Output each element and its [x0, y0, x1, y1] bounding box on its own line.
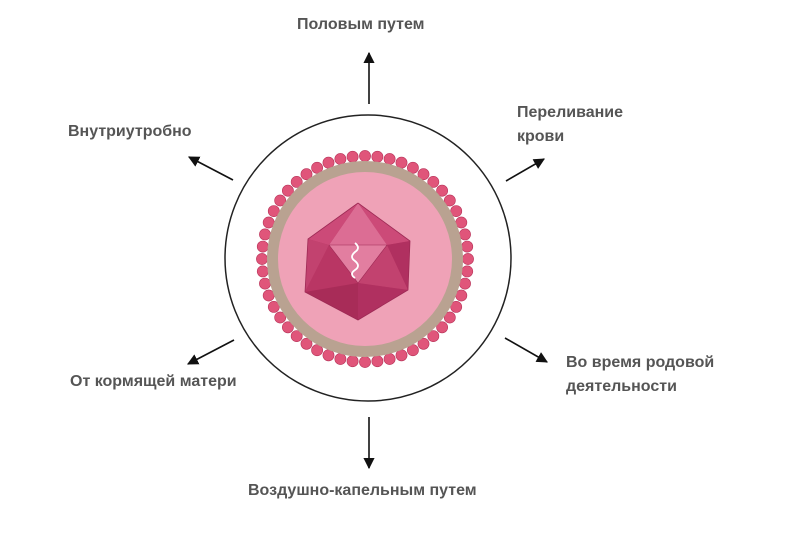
surface-bead — [256, 240, 269, 253]
label-blood-transfusion: Переливание крови — [517, 101, 623, 149]
surface-bead — [256, 265, 269, 278]
surface-bead — [334, 153, 347, 165]
surface-bead — [462, 253, 474, 265]
surface-bead — [461, 240, 474, 253]
arrow-top-left — [188, 156, 234, 181]
label-sexual: Половым путем — [297, 16, 425, 33]
surface-bead — [267, 300, 280, 313]
surface-bead — [461, 265, 474, 278]
label-during-labor-line2: деятельности — [566, 378, 677, 395]
surface-bead — [436, 321, 448, 334]
surface-bead — [371, 355, 384, 368]
surface-bead — [259, 228, 271, 241]
arrow-top-right — [505, 158, 545, 182]
label-breastfeeding: От кормящей матери — [70, 373, 237, 390]
surface-bead — [359, 356, 371, 368]
surface-bead — [346, 355, 359, 368]
surface-bead — [359, 150, 371, 162]
surface-bead — [383, 153, 396, 165]
surface-bead — [346, 150, 359, 163]
surface-bead — [459, 277, 471, 290]
surface-bead — [383, 353, 396, 365]
surface-bead — [417, 168, 430, 181]
virus-particle-icon — [304, 202, 411, 321]
label-intrauterine: Внутриутробно — [68, 123, 192, 140]
rna-strand-icon — [351, 242, 359, 279]
surface-bead — [274, 311, 287, 324]
surface-bead — [450, 300, 463, 313]
surface-bead — [300, 168, 313, 181]
label-blood-transfusion-line2: крови — [517, 128, 565, 145]
surface-bead — [256, 253, 268, 265]
surface-bead — [443, 194, 456, 207]
surface-bead — [459, 228, 471, 241]
arrow-bottom-left — [187, 339, 235, 365]
label-during-labor-line1: Во время родовой — [566, 354, 715, 371]
label-blood-transfusion-line1: Переливание — [517, 104, 623, 121]
surface-bead — [436, 184, 448, 197]
surface-bead — [281, 321, 294, 334]
label-airborne: Воздушно-капельным путем — [248, 482, 477, 499]
surface-bead — [259, 277, 271, 290]
surface-bead — [371, 150, 384, 163]
surface-bead — [443, 311, 456, 324]
label-during-labor: Во время родовой деятельности — [566, 351, 714, 399]
outer-circle — [224, 114, 512, 402]
surface-bead — [290, 330, 303, 342]
surface-bead — [427, 175, 440, 188]
surface-bead — [450, 205, 463, 217]
surface-bead — [281, 184, 294, 197]
surface-bead — [267, 205, 280, 217]
surface-protein-ring — [256, 150, 474, 368]
surface-bead — [311, 344, 323, 357]
surface-bead — [406, 344, 419, 357]
arrow-bottom-right — [504, 337, 548, 363]
surface-bead — [311, 161, 323, 174]
surface-bead — [406, 161, 419, 174]
surface-bead — [290, 175, 303, 188]
surface-bead — [427, 330, 440, 342]
surface-bead — [274, 194, 287, 207]
surface-bead — [417, 337, 430, 350]
surface-bead — [300, 337, 313, 350]
surface-bead — [334, 353, 347, 365]
